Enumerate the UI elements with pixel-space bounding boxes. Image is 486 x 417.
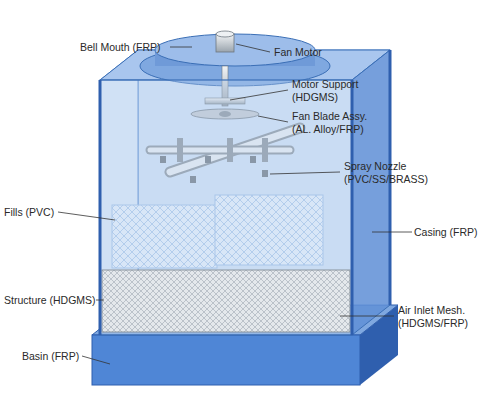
part-label: Air Inlet Mesh. (HDGMS/FRP) (398, 304, 482, 330)
air-inlet-mesh (102, 270, 350, 332)
fan-motor (216, 31, 234, 52)
part-label: Motor Support (HDGMS) (292, 78, 378, 104)
casing-back (100, 50, 390, 335)
structure-posts (100, 50, 390, 335)
part-label: Fills (PVC) (4, 206, 64, 219)
part-label: Fan Motor (274, 46, 354, 59)
leader-lines (58, 44, 412, 364)
casing-side (352, 50, 390, 335)
part-label: Bell Mouth (FRP) (80, 41, 170, 54)
part-label: Basin (FRP) (22, 350, 86, 363)
part-label: Casing (FRP) (414, 226, 482, 239)
part-label: Structure (HDGMS) (4, 294, 100, 307)
part-label: Fan Blade Assy. (AL. Alloy/FRP) (292, 110, 384, 136)
part-label: Spray Nozzle (PVC/SS/BRASS) (344, 160, 439, 186)
